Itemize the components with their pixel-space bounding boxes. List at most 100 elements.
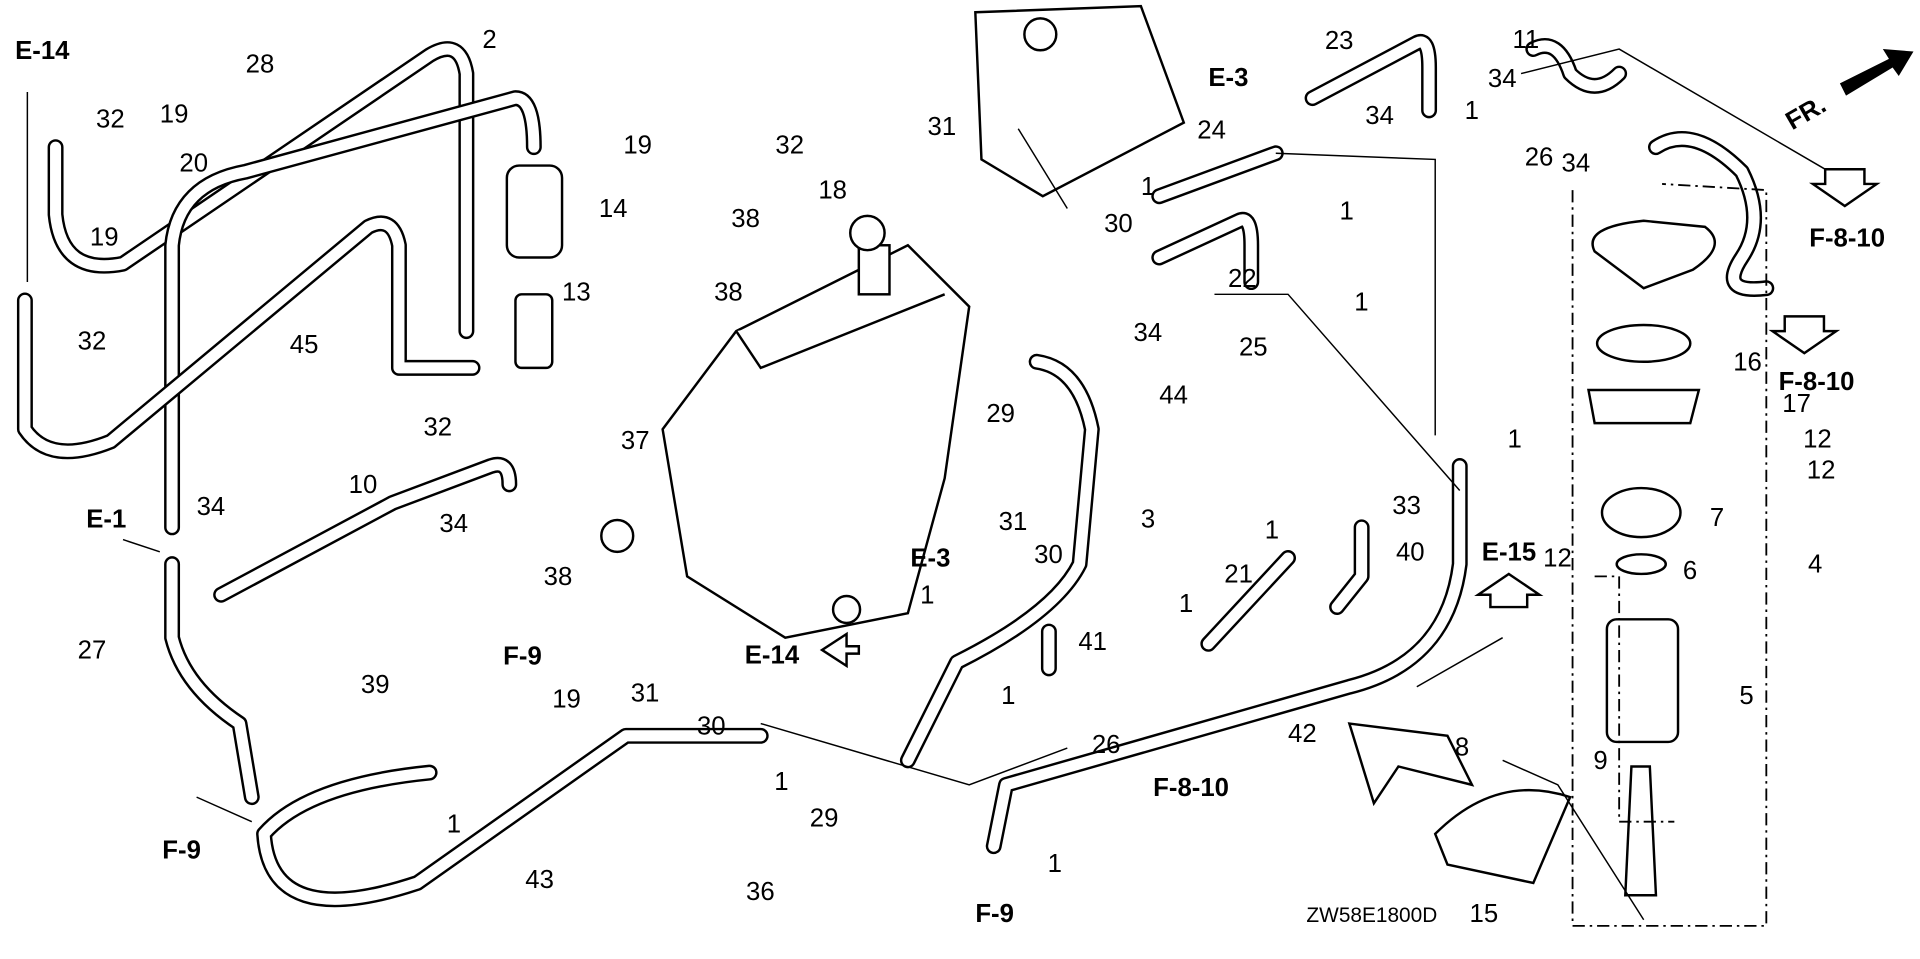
callout: 38 <box>731 205 760 233</box>
callout: 22 <box>1228 265 1257 293</box>
ref-label[interactable]: E-1 <box>86 505 126 533</box>
callout: 13 <box>562 278 591 306</box>
callout: 19 <box>623 131 652 159</box>
callout: 29 <box>810 805 839 833</box>
ref-label[interactable]: F-8-10 <box>1779 368 1855 396</box>
callout: 1 <box>1340 198 1354 226</box>
leader-lines <box>26 48 1841 927</box>
callout: 16 <box>1733 348 1762 376</box>
bracket-and-band <box>1347 722 1572 885</box>
callout: 40 <box>1396 538 1425 566</box>
ref-label[interactable]: F-9 <box>162 836 201 864</box>
callout: 18 <box>818 177 847 205</box>
callout: 12 <box>1803 426 1832 454</box>
callout: 11 <box>1512 26 1539 54</box>
callout: 26 <box>1525 144 1554 172</box>
callout: 1 <box>1048 850 1062 878</box>
fuel-filter-assembly <box>1587 219 1716 897</box>
hoses <box>16 34 1775 908</box>
callout: 1 <box>920 581 934 609</box>
callout: 31 <box>928 113 957 141</box>
callout: 43 <box>525 866 554 894</box>
callout: 39 <box>361 671 390 699</box>
callout: 27 <box>78 637 107 665</box>
callout: 34 <box>1134 319 1163 347</box>
callout: 32 <box>78 328 107 356</box>
callout: 10 <box>349 471 378 499</box>
callout: 38 <box>714 278 743 306</box>
ref-label[interactable]: E-15 <box>1482 538 1536 566</box>
callout: 1 <box>447 811 461 839</box>
callout: 38 <box>544 563 573 591</box>
callout: 1 <box>1141 173 1155 201</box>
ref-label[interactable]: F-8-10 <box>1153 774 1229 802</box>
vapor-separator <box>600 214 971 639</box>
ref-label[interactable]: F-8-10 <box>1809 224 1885 252</box>
callout: 21 <box>1224 561 1253 589</box>
callout: 2 <box>482 26 496 54</box>
callout: 1 <box>1508 426 1522 454</box>
callout: 44 <box>1159 381 1188 409</box>
callout: 30 <box>1104 210 1133 238</box>
callout: 19 <box>160 101 189 129</box>
callout: 34 <box>1365 102 1394 130</box>
callout: 12 <box>1543 545 1572 573</box>
ref-label[interactable]: E-14 <box>15 37 70 65</box>
callout: 42 <box>1288 720 1317 748</box>
callout: 20 <box>179 150 208 178</box>
callout: 31 <box>999 508 1028 536</box>
callout: 4 <box>1808 551 1822 579</box>
callout: 8 <box>1455 733 1469 761</box>
callout: 34 <box>1488 65 1517 93</box>
callout: 19 <box>552 686 581 714</box>
callout: 12 <box>1807 456 1836 484</box>
callout: 1 <box>774 768 788 796</box>
callout: 30 <box>697 713 726 741</box>
callout: 32 <box>96 106 125 134</box>
callout: 9 <box>1593 747 1607 775</box>
fuel-strainer <box>505 164 564 370</box>
ref-label[interactable]: E-14 <box>745 641 800 669</box>
callout: 24 <box>1197 117 1226 145</box>
ref-label[interactable]: F-9 <box>503 643 542 671</box>
callout: 34 <box>1562 150 1591 178</box>
callout: 26 <box>1092 731 1121 759</box>
callout: 41 <box>1078 628 1107 656</box>
callout: 34 <box>439 510 468 538</box>
callout: 19 <box>90 223 119 251</box>
callout: 14 <box>599 195 628 223</box>
fr-label: FR. <box>1781 91 1831 136</box>
callout: 17 <box>1782 390 1811 418</box>
reference-labels: E-14 E-1 F-9 F-9 E-14 E-3 F-9 F-8-10 E-3… <box>15 37 1885 928</box>
ref-label[interactable]: E-3 <box>1208 64 1248 92</box>
callout: 5 <box>1739 682 1753 710</box>
ref-label[interactable]: E-3 <box>910 545 950 573</box>
callouts: 32 28 19 20 19 32 2 19 14 13 45 32 37 10… <box>78 26 1836 928</box>
callout: 7 <box>1710 504 1724 532</box>
callout: 29 <box>986 400 1015 428</box>
callout: 32 <box>775 131 804 159</box>
callout: 36 <box>746 878 775 906</box>
ref-label[interactable]: F-9 <box>975 900 1014 928</box>
callout: 33 <box>1392 492 1421 520</box>
callout: 1 <box>1354 288 1368 316</box>
callout: 45 <box>290 331 319 359</box>
separator-inset <box>974 4 1186 198</box>
diagram-code: ZW58E1800D <box>1306 904 1437 927</box>
callout: 25 <box>1239 334 1268 362</box>
front-direction-arrow: FR. <box>1781 49 1914 136</box>
reference-arrows <box>819 168 1881 669</box>
callout: 1 <box>1179 590 1193 618</box>
callout: 37 <box>621 427 650 455</box>
callout: 31 <box>631 679 660 707</box>
callout: 1 <box>1001 682 1015 710</box>
callout: 1 <box>1265 516 1279 544</box>
callout: 3 <box>1141 505 1155 533</box>
callout: 30 <box>1034 541 1063 569</box>
callout: 15 <box>1470 900 1499 928</box>
callout: 34 <box>197 493 226 521</box>
callout: 23 <box>1325 27 1354 55</box>
callout: 1 <box>1465 97 1479 125</box>
callout: 32 <box>423 413 452 441</box>
